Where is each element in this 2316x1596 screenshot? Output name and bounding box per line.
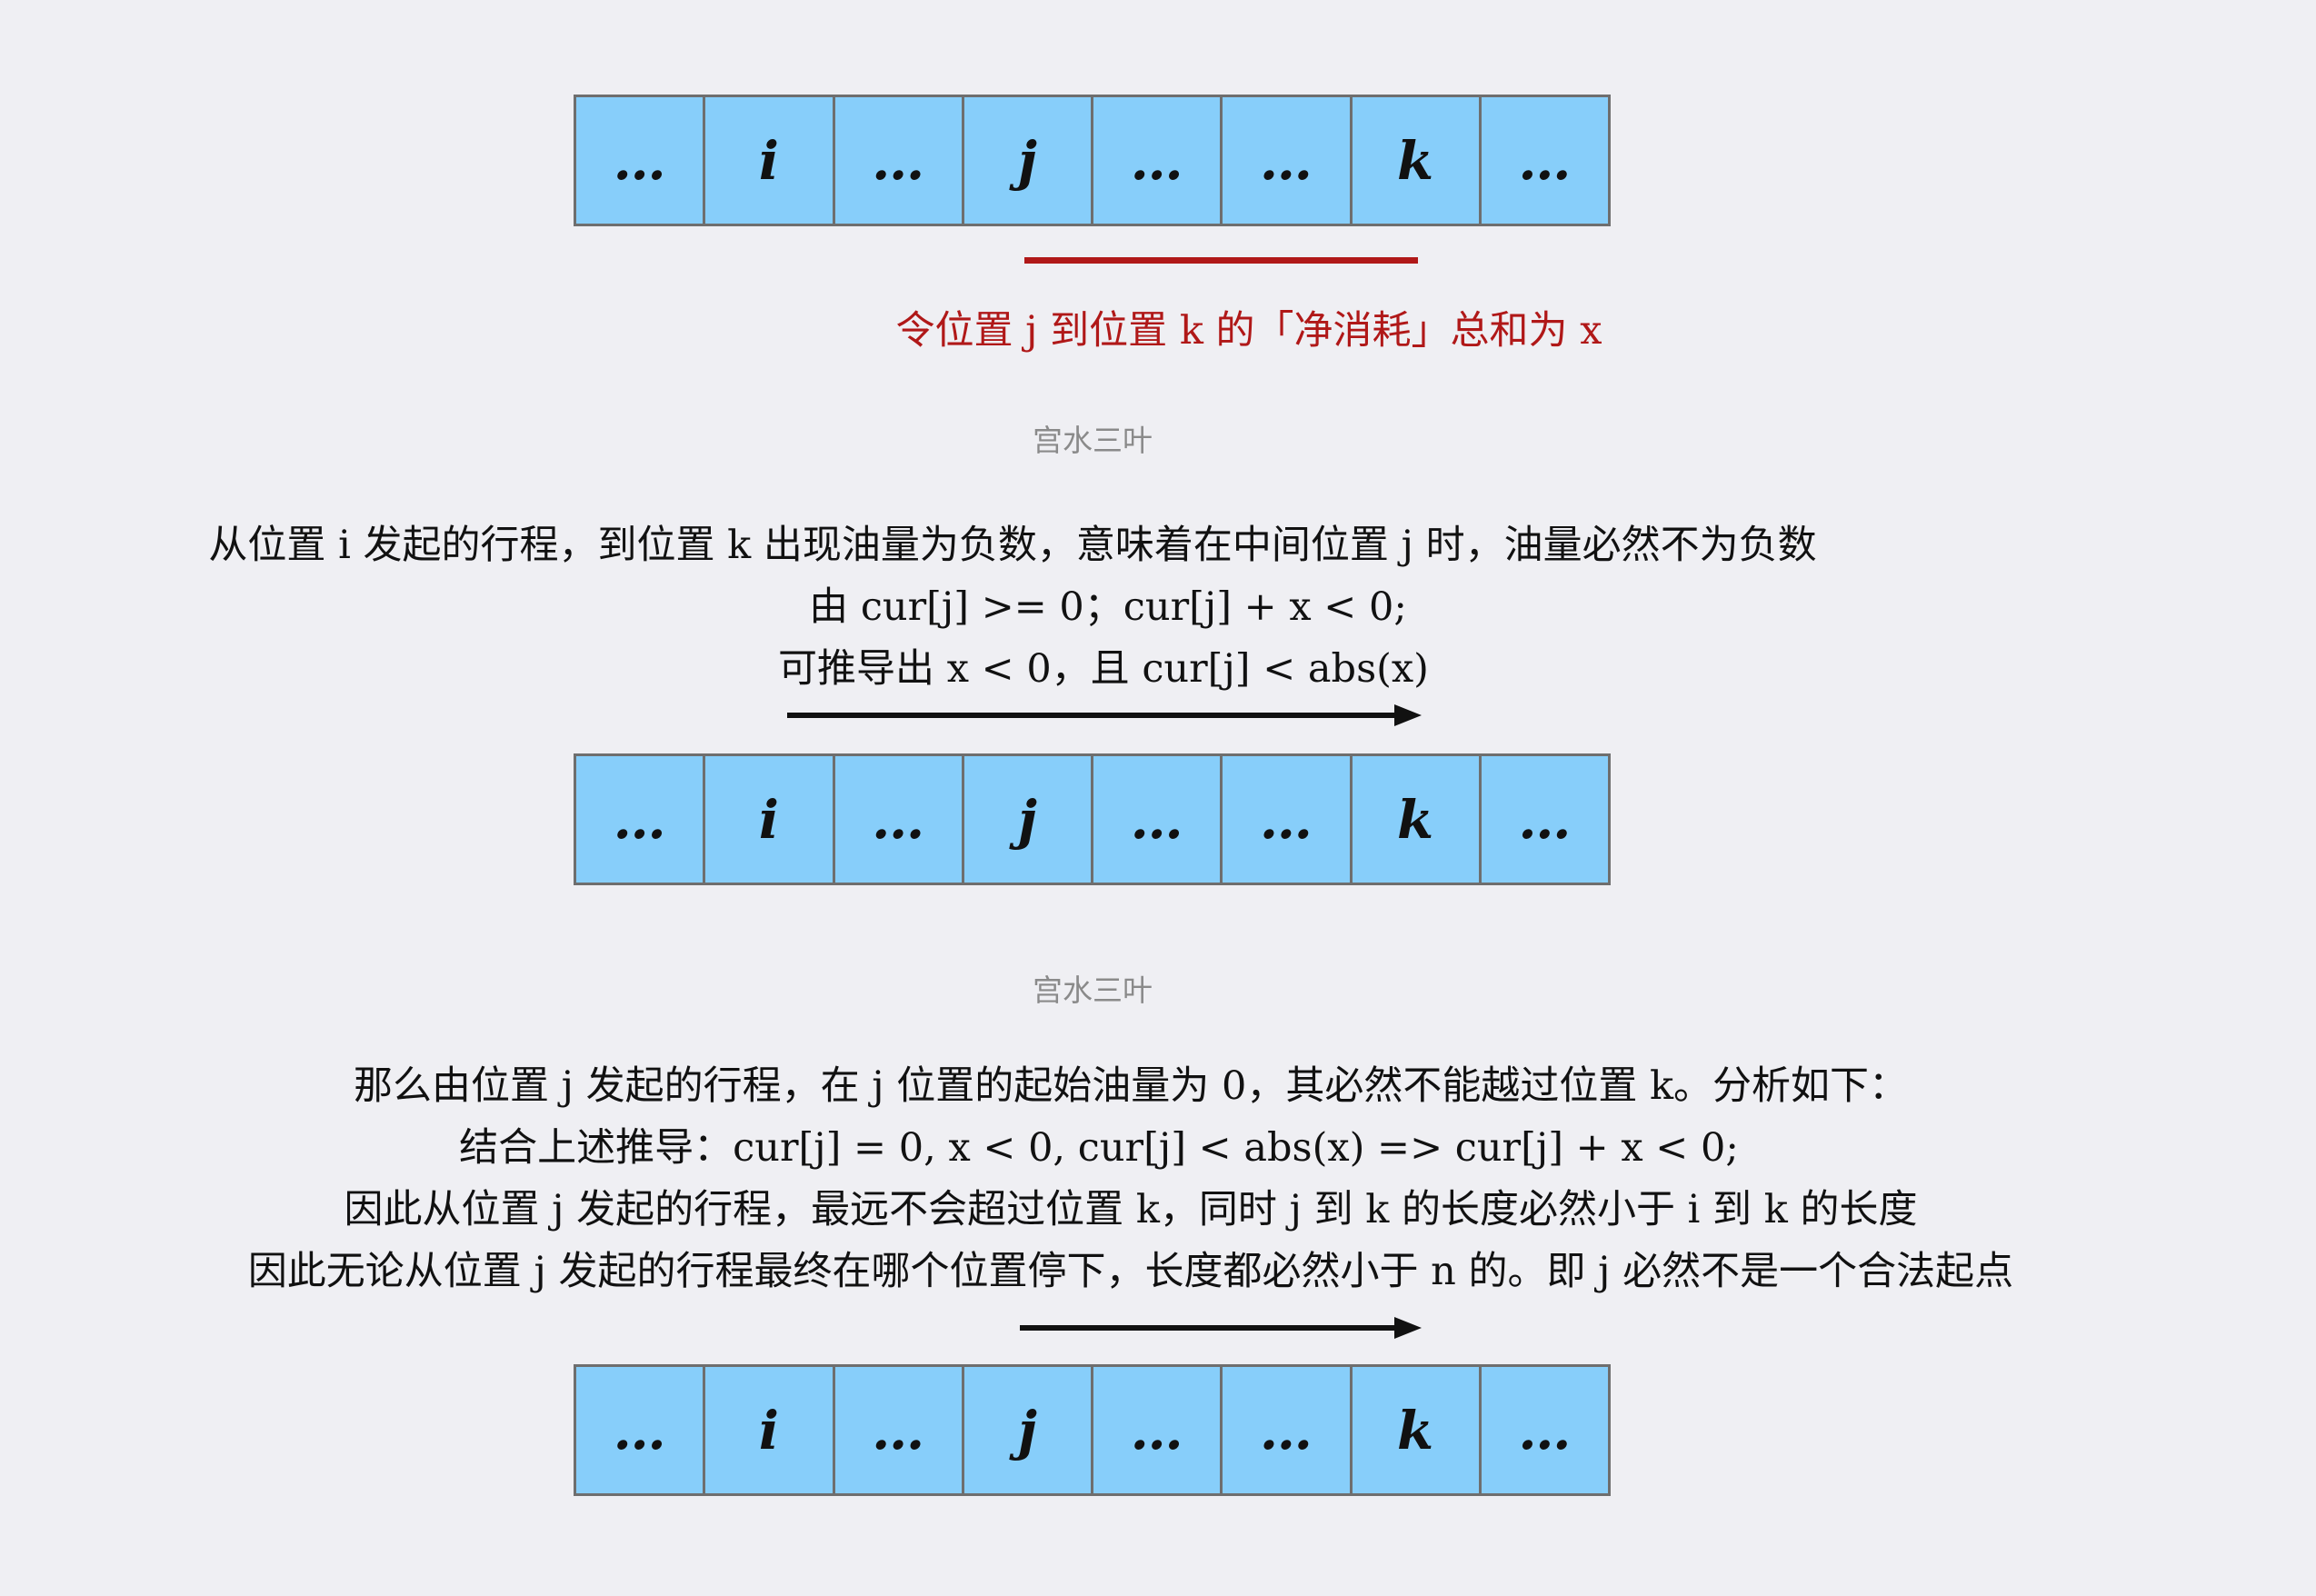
range-j-to-k-bar	[1024, 257, 1418, 264]
analysis-line: 因此无论从位置 j 发起的行程最终在哪个位置停下，长度都必然小于 n 的。即 j…	[247, 1249, 2014, 1294]
array-cell: …	[1223, 756, 1353, 883]
arrow-icon	[787, 702, 1423, 729]
net-cost-caption: 令位置 j 到位置 k 的「净消耗」总和为 x	[895, 308, 1602, 354]
explanation-line: 从位置 i 发起的行程，到位置 k 出现油量为负数，意味着在中间位置 j 时，油…	[208, 523, 1817, 568]
array-cell: …	[834, 756, 964, 883]
explanation-line: 由 cur[j] >= 0；cur[j] + x < 0;	[809, 584, 1407, 630]
analysis-line: 结合上述推导：cur[j] = 0, x < 0, cur[j] < abs(x…	[459, 1125, 1739, 1171]
array-cell: …	[576, 1367, 706, 1493]
array-cell: …	[1093, 1367, 1223, 1493]
array-cell: …	[1093, 756, 1223, 883]
array-row-middle: … i … j … … k …	[574, 753, 1611, 885]
array-cell: i	[705, 97, 835, 224]
array-cell: …	[834, 97, 964, 224]
array-cell: j	[963, 1367, 1093, 1493]
array-cell: …	[576, 756, 706, 883]
array-cell: …	[1481, 1367, 1608, 1493]
array-cell: k	[1352, 756, 1482, 883]
analysis-line: 那么由位置 j 发起的行程，在 j 位置的起始油量为 0，其必然不能越过位置 k…	[353, 1063, 1909, 1109]
watermark: 宫水三叶	[1033, 973, 1153, 1008]
array-cell: …	[576, 97, 706, 224]
arrow-icon	[1020, 1314, 1423, 1342]
array-cell: …	[1481, 756, 1608, 883]
array-cell: …	[1223, 1367, 1353, 1493]
explanation-line: 可推导出 x < 0，且 cur[j] < abs(x)	[778, 646, 1429, 692]
array-cell: i	[705, 1367, 835, 1493]
analysis-line: 因此从位置 j 发起的行程，最远不会超过位置 k，同时 j 到 k 的长度必然小…	[344, 1187, 1918, 1232]
array-cell: i	[705, 756, 835, 883]
watermark: 宫水三叶	[1033, 423, 1153, 458]
array-cell: …	[1481, 97, 1608, 224]
array-cell: k	[1352, 97, 1482, 224]
array-row-top: … i … j … … k …	[574, 95, 1611, 226]
array-cell: …	[1223, 97, 1353, 224]
array-row-bottom: … i … j … … k …	[574, 1364, 1611, 1496]
array-cell: j	[963, 756, 1093, 883]
array-cell: …	[834, 1367, 964, 1493]
array-cell: j	[963, 97, 1093, 224]
array-cell: …	[1093, 97, 1223, 224]
array-cell: k	[1352, 1367, 1482, 1493]
